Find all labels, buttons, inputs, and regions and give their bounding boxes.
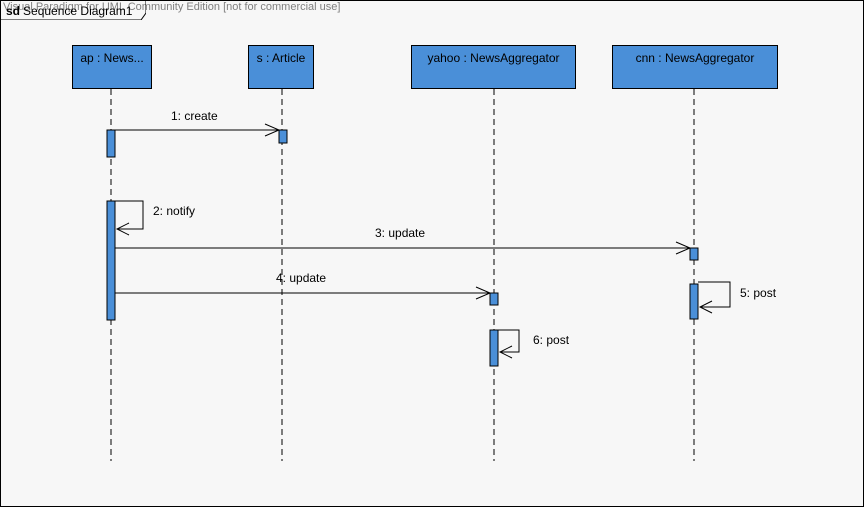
message-1-label: 1: create bbox=[171, 109, 218, 123]
activation-cnn-2 bbox=[689, 283, 699, 320]
message-5-post-arrow bbox=[698, 281, 731, 314]
lifeline-head-ap[interactable]: ap : News... bbox=[72, 45, 152, 89]
frame-keyword: sd bbox=[6, 4, 21, 18]
activation-yahoo-1 bbox=[489, 292, 499, 306]
message-3-label: 3: update bbox=[375, 226, 426, 240]
message-2-notify-arrow bbox=[115, 200, 144, 236]
activation-ap-1 bbox=[106, 129, 116, 158]
activation-yahoo-2 bbox=[489, 329, 499, 367]
message-2-label: 2: notify bbox=[153, 204, 196, 218]
message-6-post-arrow bbox=[498, 329, 520, 359]
message-4-update-arrow bbox=[115, 286, 492, 300]
message-3-update-arrow bbox=[115, 241, 692, 255]
lifeline-head-yahoo[interactable]: yahoo : NewsAggregator bbox=[411, 45, 576, 89]
lifeline-head-s[interactable]: s : Article bbox=[248, 45, 314, 89]
message-6-label: 6: post bbox=[533, 333, 570, 347]
message-5-label: 5: post bbox=[740, 286, 777, 300]
activation-s-1 bbox=[278, 129, 288, 144]
lifeline-head-cnn[interactable]: cnn : NewsAggregator bbox=[612, 45, 778, 89]
activation-ap-2 bbox=[106, 200, 116, 321]
message-4-label: 4: update bbox=[276, 271, 327, 285]
frame-name: Sequence Diagram1 bbox=[23, 4, 133, 18]
message-1-create-arrow bbox=[115, 123, 281, 137]
activation-cnn-1 bbox=[689, 247, 699, 261]
